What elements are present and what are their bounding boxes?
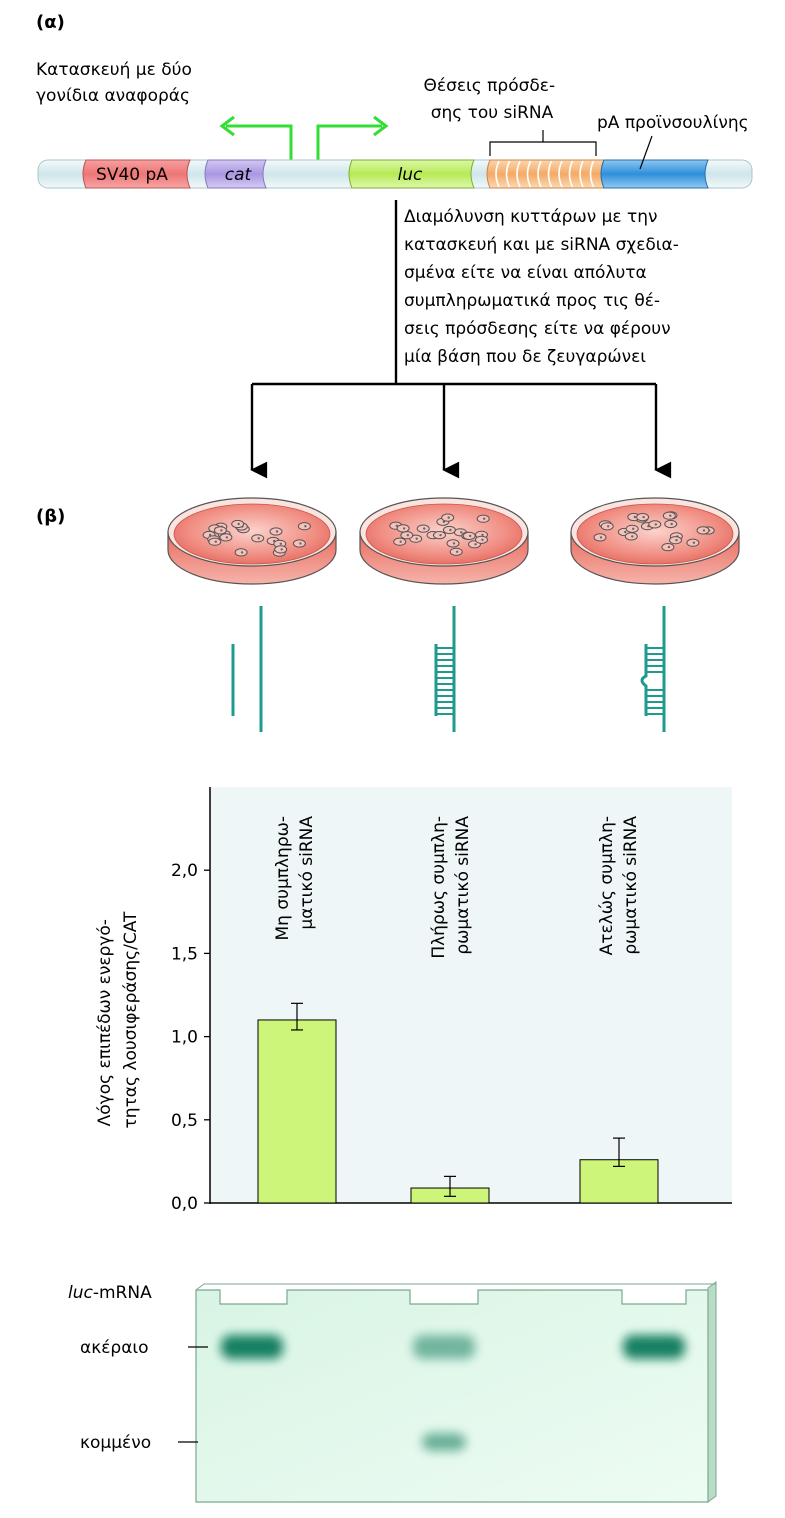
error-bar	[291, 1002, 303, 1031]
cat-label: cat	[225, 165, 253, 185]
noncomplementary-sirna-glyph	[231, 606, 263, 732]
petri-dishes	[167, 497, 740, 585]
category-label: Ατελώς συμπλη-ρωματικό siRNA	[597, 816, 641, 956]
bar-chart: 0,0 0,5 1,0 1,5 2,0 Μη συμπληρω-ματικό siRNA…	[95, 787, 732, 1214]
gel-title: luc-mRNA	[68, 1283, 152, 1303]
error-bar	[613, 1137, 625, 1167]
y-axis-title: Λόγος επιπέδων ενεργό- τητας λουσιφεράση…	[95, 911, 141, 1128]
binding-sites-label: Θέσεις πρόσδε- σης του siRNA	[424, 76, 561, 123]
error-bar	[444, 1175, 456, 1197]
intact-band	[623, 1335, 685, 1359]
pa-proinsulin-segment	[600, 159, 709, 189]
transfection-description: Διαμόλυνση κυττάρων με την κατασκευή και…	[404, 207, 684, 367]
cut-band	[422, 1433, 466, 1451]
y-tick-label: 1,5	[171, 944, 198, 964]
promoter-arrows	[219, 115, 389, 160]
dish-partially-complementary	[570, 497, 740, 585]
fully-complementary-sirna-glyph	[434, 606, 456, 732]
intact-label: ακέραιο	[80, 1338, 149, 1358]
branch-arrows	[250, 200, 672, 479]
binding-sites-bracket	[489, 130, 597, 156]
gel-blot: luc-mRNA ακέραιο κομμένο	[68, 1281, 717, 1503]
sirna-glyphs	[231, 606, 666, 732]
intact-band	[413, 1335, 475, 1359]
cut-label: κομμένο	[80, 1433, 151, 1453]
panel-a-label: (α)	[36, 12, 65, 33]
category-label: Πλήρως συμπλη-ρωματικό siRNA	[429, 816, 473, 959]
gel-side	[707, 1281, 717, 1503]
y-tick-label: 1,0	[171, 1028, 198, 1048]
dish-fully-complementary	[359, 497, 529, 585]
category-label: Μη συμπληρω-ματικό siRNA	[273, 816, 317, 941]
reporter-construct-label: Κατασκευή με δύο γονίδια αναφοράς	[36, 60, 197, 106]
bar	[257, 1019, 337, 1204]
pa-pointer-line	[639, 135, 653, 170]
y-tick-label: 0,5	[171, 1111, 198, 1131]
intact-band	[221, 1335, 283, 1359]
y-tick-label: 0,0	[171, 1194, 198, 1214]
luc-segment	[348, 159, 475, 189]
gel-body	[195, 1289, 709, 1503]
cat-segment	[204, 159, 267, 189]
proinsulin-pa-label: pA προϊνσουλίνης	[597, 113, 749, 133]
partially-complementary-sirna-glyph	[640, 606, 666, 732]
sv40-pa-segment	[82, 159, 191, 189]
panel-b-label: (β)	[36, 506, 65, 527]
dish-noncomplementary	[167, 497, 337, 585]
luc-label: luc	[398, 165, 423, 185]
binding-sites-segment	[486, 159, 605, 189]
y-tick-label: 2,0	[171, 861, 198, 881]
sv40-pa-label: SV40 pA	[96, 165, 168, 185]
plasmid-construct	[37, 159, 753, 189]
